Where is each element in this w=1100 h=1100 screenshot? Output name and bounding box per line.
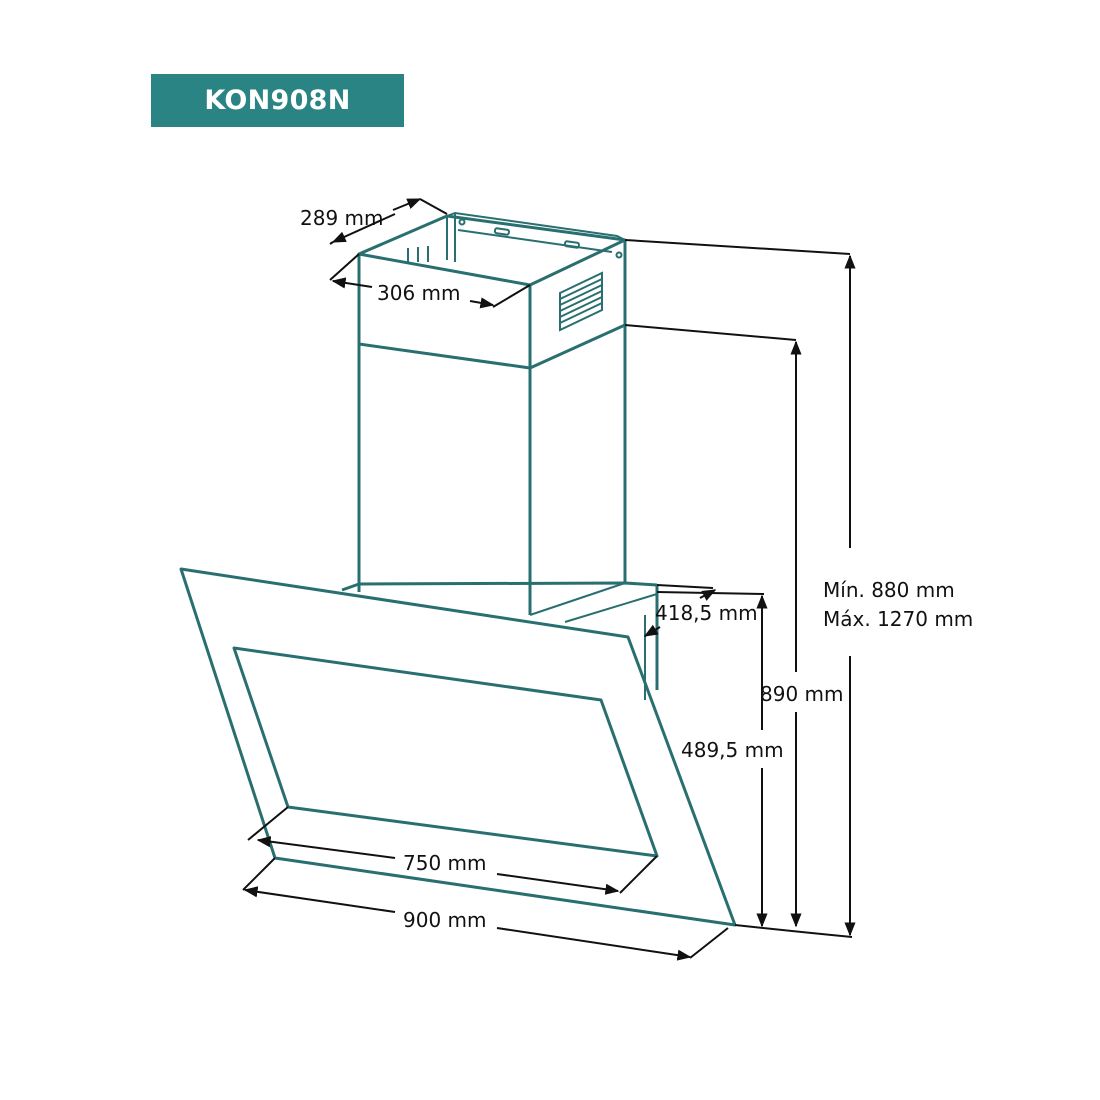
dim-750 — [247, 806, 658, 895]
label-hood-height: 890 mm — [760, 682, 844, 706]
label-inner-width: 750 mm — [403, 851, 487, 875]
label-height-min: Mín. 880 mm — [823, 578, 955, 602]
dim-418 — [643, 584, 717, 637]
dim-890 — [624, 324, 802, 928]
vent-grille — [559, 271, 603, 332]
label-chimney-depth: 289 mm — [300, 206, 384, 230]
label-chimney-width: 306 mm — [377, 281, 461, 305]
label-height-max: Máx. 1270 mm — [823, 607, 973, 631]
hood-top-box — [341, 581, 659, 700]
dim-900 — [242, 857, 729, 961]
dim-289 — [329, 198, 448, 281]
label-top-depth: 418,5 mm — [655, 601, 758, 625]
dim-total-height — [624, 239, 856, 938]
chimney-lower — [357, 325, 627, 615]
label-total-width: 900 mm — [403, 908, 487, 932]
dim-306 — [331, 277, 531, 309]
label-panel-height: 489,5 mm — [681, 738, 784, 762]
dim-489 — [656, 591, 768, 928]
chimney-upper — [357, 211, 627, 370]
model-name: KON908N — [204, 85, 351, 116]
model-badge: KON908N — [151, 74, 404, 127]
